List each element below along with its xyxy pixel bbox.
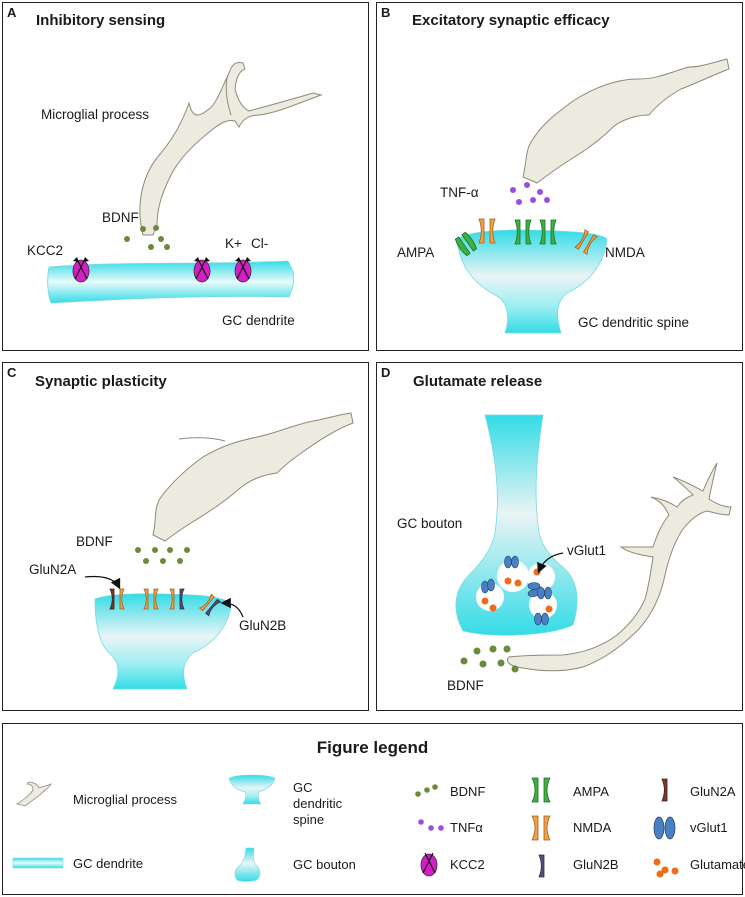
gc-dendrite-shape bbox=[47, 260, 295, 304]
ampa-receptor-1 bbox=[454, 231, 478, 257]
glun2a-nmda-receptor bbox=[169, 588, 185, 610]
kcc2-channel-3 bbox=[234, 257, 252, 283]
legend-glutamate: Glutamate bbox=[690, 857, 745, 872]
glun2b-arrow bbox=[220, 597, 244, 618]
tnf-dots bbox=[510, 182, 550, 205]
panel-a-drawing bbox=[47, 62, 323, 304]
bdnf-dots bbox=[460, 645, 519, 673]
legend-nmda: NMDA bbox=[573, 820, 612, 835]
panel-a-letter: A bbox=[7, 5, 17, 20]
legend-ampa: AMPA bbox=[573, 784, 609, 799]
ampa-receptor-2 bbox=[514, 219, 532, 245]
bdnf-label: BDNF bbox=[76, 534, 113, 549]
legend-bdnf-icon bbox=[415, 784, 438, 797]
legend-gc-dendritic-spine: GC dendritic spine bbox=[293, 780, 343, 827]
microglial-process bbox=[522, 58, 730, 184]
vglut1-label: vGlut1 bbox=[567, 543, 607, 558]
nmda-receptor bbox=[143, 588, 159, 610]
gc-dendritic-spine-shape bbox=[94, 593, 232, 690]
k-plus-label: K+ bbox=[225, 236, 242, 251]
nmda-receptor-1 bbox=[478, 218, 496, 244]
glun2a-arrow bbox=[84, 575, 121, 590]
microglial-process-label: Microglial process bbox=[41, 107, 150, 122]
panel-b-title: Excitatory synaptic efficacy bbox=[412, 12, 610, 29]
panel-d-title: Glutamate release bbox=[413, 373, 543, 390]
panel-d: D Glutamate release GC bouton vGlut1 BDN… bbox=[376, 362, 743, 711]
glun2b-label: GluN2B bbox=[239, 618, 287, 633]
legend-ampa-icon bbox=[531, 777, 551, 803]
microglial-process bbox=[139, 62, 323, 236]
figure-legend: Figure legend bbox=[2, 723, 745, 895]
panel-c-letter: C bbox=[7, 365, 17, 380]
legend-gc-dendrite: GC dendrite bbox=[73, 856, 144, 871]
legend-icons bbox=[12, 774, 679, 882]
ampa-label: AMPA bbox=[397, 245, 435, 260]
panel-b: B Excitatory synaptic efficacy TNF-α AMP… bbox=[376, 2, 743, 351]
vglut1-arrow bbox=[537, 552, 564, 574]
panel-a: A Inhibitory sensing Microglial process … bbox=[2, 2, 369, 351]
legend-glun2b-icon bbox=[538, 854, 545, 878]
bdnf-dots bbox=[124, 225, 170, 250]
legend-glutamate-icon bbox=[653, 858, 679, 878]
legend-glun2a: GluN2A bbox=[690, 784, 736, 799]
bdnf-dots bbox=[135, 547, 190, 564]
legend-glun2a-icon bbox=[661, 778, 668, 802]
legend-nmda-icon bbox=[531, 815, 551, 841]
nmda-receptor-2 bbox=[574, 229, 598, 255]
tnf-alpha-label: TNF-α bbox=[440, 185, 479, 200]
legend-microglia-icon bbox=[16, 781, 52, 807]
glun2a-receptor bbox=[109, 588, 125, 610]
legend-microglial-process: Microglial process bbox=[73, 792, 178, 807]
legend-tnfa: TNFα bbox=[450, 820, 483, 835]
glutamate-dots bbox=[481, 568, 553, 613]
panel-c: C Synaptic plasticity BDNF GluN2A GluN2B bbox=[2, 362, 369, 711]
gc-bouton-shape bbox=[455, 414, 578, 636]
panel-b-letter: B bbox=[381, 5, 391, 20]
legend-bdnf: BDNF bbox=[450, 784, 486, 799]
panel-b-drawing bbox=[454, 58, 730, 334]
kcc2-label: KCC2 bbox=[27, 243, 64, 258]
gc-dendritic-spine-label: GC dendritic spine bbox=[578, 315, 690, 330]
legend-dendrite-icon bbox=[12, 857, 64, 869]
gc-dendrite-label: GC dendrite bbox=[222, 313, 295, 328]
legend-vglut1-icon bbox=[653, 816, 676, 840]
legend-title: Figure legend bbox=[316, 738, 429, 757]
bdnf-label: BDNF bbox=[102, 210, 139, 225]
panel-c-title: Synaptic plasticity bbox=[35, 373, 167, 390]
legend-glun2b: GluN2B bbox=[573, 857, 619, 872]
gc-bouton-label: GC bouton bbox=[397, 516, 463, 531]
panel-d-drawing bbox=[455, 414, 732, 673]
legend-tnf-icon bbox=[418, 819, 444, 831]
microglial-process bbox=[506, 462, 732, 672]
microglial-process bbox=[152, 412, 354, 542]
cl-minus-label: Cl- bbox=[251, 236, 269, 251]
glun2b-receptor bbox=[198, 593, 222, 617]
vglut1-transporters bbox=[481, 555, 552, 626]
nmda-label: NMDA bbox=[605, 245, 645, 260]
glun2a-label: GluN2A bbox=[29, 562, 77, 577]
legend-kcc2-icon bbox=[420, 852, 438, 877]
panel-a-title: Inhibitory sensing bbox=[36, 12, 166, 29]
legend-bouton-icon bbox=[234, 847, 261, 882]
ampa-receptor-3 bbox=[539, 219, 557, 245]
legend-kcc2: KCC2 bbox=[450, 857, 485, 872]
kcc2-channel-2 bbox=[193, 257, 211, 283]
legend-spine-icon bbox=[228, 774, 276, 805]
bdnf-label: BDNF bbox=[447, 678, 484, 693]
legend-gc-bouton: GC bouton bbox=[293, 857, 356, 872]
kcc2-channel-1 bbox=[72, 257, 90, 283]
gc-dendritic-spine-shape bbox=[456, 229, 608, 334]
legend-vglut1: vGlut1 bbox=[690, 820, 728, 835]
panel-d-letter: D bbox=[381, 365, 391, 380]
panel-c-drawing bbox=[84, 412, 354, 690]
